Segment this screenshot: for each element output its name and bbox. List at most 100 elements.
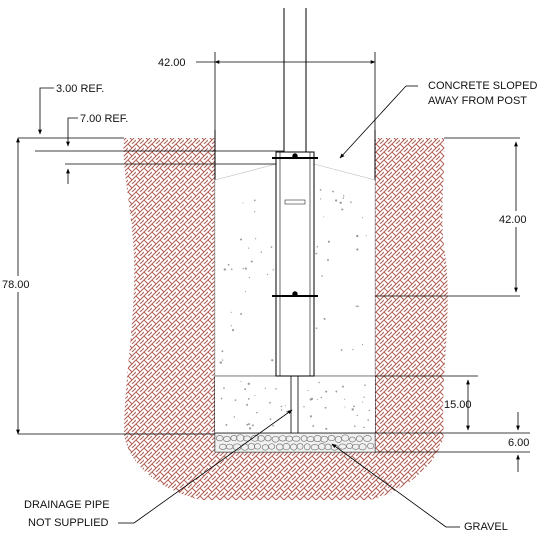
concrete-speck <box>250 260 253 263</box>
gravel-stone <box>254 443 261 450</box>
gravel-stone <box>310 444 320 451</box>
concrete-speck <box>264 387 267 390</box>
concrete-speck <box>230 325 232 327</box>
concrete-speck <box>225 423 228 426</box>
concrete-speck <box>353 405 355 408</box>
concrete-speck <box>269 418 272 420</box>
concrete-speck <box>244 267 247 270</box>
gravel-stone <box>268 443 276 450</box>
concrete-speck <box>232 329 235 332</box>
concrete-speck <box>350 201 352 203</box>
concrete-speck <box>325 390 328 393</box>
dim-ref-7 <box>66 117 78 184</box>
concrete-speck <box>344 406 346 408</box>
concrete-speck <box>318 381 320 384</box>
concrete-speck <box>223 387 225 390</box>
concrete-speck <box>303 406 305 408</box>
gravel-stone <box>303 443 311 451</box>
concrete-speck <box>309 415 312 418</box>
concrete-speck <box>248 276 251 279</box>
gravel-stone <box>349 436 356 443</box>
drainage-pipe <box>290 376 299 433</box>
concrete-speck <box>317 398 319 401</box>
dim-upper-depth-label: 42.00 <box>499 214 527 226</box>
dim-width <box>196 52 376 130</box>
note-drainage-line2: NOT SUPPLIED <box>28 517 109 529</box>
note-gravel: GRAVEL <box>464 521 508 533</box>
concrete-speck <box>316 246 319 248</box>
concrete-speck <box>367 419 369 421</box>
concrete-speck <box>325 427 328 430</box>
dim-ref-3-label: 3.00 REF. <box>56 83 104 95</box>
concrete-speck <box>280 405 283 408</box>
concrete-speck <box>254 238 257 240</box>
concrete-speck <box>239 238 243 241</box>
post <box>272 8 318 377</box>
concrete-speck <box>244 290 247 292</box>
concrete-speck <box>334 199 338 202</box>
concrete-speck <box>356 248 359 251</box>
concrete-speck <box>353 425 356 428</box>
concrete-speck <box>312 425 315 427</box>
gravel-stone <box>358 443 367 451</box>
ground-lines <box>18 137 530 453</box>
gravel-stone <box>243 435 251 442</box>
concrete-speck <box>363 396 365 398</box>
concrete-speck <box>254 395 256 397</box>
gravel-stone <box>341 434 350 442</box>
concrete-speck <box>221 359 224 361</box>
gravel-stones <box>215 434 375 451</box>
note-concrete-line2: AWAY FROM POST <box>428 95 527 107</box>
concrete-speck <box>221 350 224 353</box>
concrete-speck <box>327 259 329 261</box>
gravel-stone <box>236 434 245 442</box>
concrete-speck <box>260 251 263 253</box>
concrete-speck <box>253 210 256 213</box>
concrete-speck <box>247 247 250 249</box>
concrete-speck <box>327 240 330 243</box>
concrete-speck <box>357 305 359 308</box>
gravel-stone <box>230 435 238 442</box>
concrete-speck <box>253 199 256 202</box>
concrete-speck <box>315 252 318 255</box>
concrete-speck <box>321 275 323 277</box>
concrete-speck <box>319 198 322 200</box>
concrete-speck <box>248 423 251 426</box>
dim-ref-3 <box>38 87 54 135</box>
concrete-speck <box>234 399 237 401</box>
gravel-stone <box>351 443 360 450</box>
concrete-speck <box>361 217 364 219</box>
gravel-stone <box>278 435 287 442</box>
concrete-speck <box>339 201 342 204</box>
concrete-speck <box>310 397 314 401</box>
concrete-speck <box>247 382 250 385</box>
concrete-speck <box>272 424 274 427</box>
concrete-speck <box>342 197 345 199</box>
soil-left <box>123 138 215 434</box>
gravel-stone <box>264 435 272 442</box>
gravel-stone <box>313 435 322 443</box>
gravel-stone <box>306 436 315 443</box>
concrete-speck <box>335 390 338 393</box>
note-drainage-line1: DRAINAGE PIPE <box>24 499 110 511</box>
concrete-speck <box>230 311 232 313</box>
concrete-speck <box>320 396 323 399</box>
concrete-speck <box>361 401 364 403</box>
concrete-speck <box>271 359 274 362</box>
concrete-speck <box>269 401 271 404</box>
concrete-speck <box>319 189 322 191</box>
concrete-speck <box>240 313 243 315</box>
concrete-speck <box>356 414 358 417</box>
concrete-speck <box>275 388 277 390</box>
concrete-speck <box>227 263 230 266</box>
concrete-speck <box>248 427 252 430</box>
concrete-speck <box>266 273 269 276</box>
concrete-speck <box>223 268 226 271</box>
concrete-speck <box>284 405 286 407</box>
leader-gravel <box>331 443 460 528</box>
concrete-speck <box>323 317 326 320</box>
concrete-speck <box>363 426 365 429</box>
concrete-speck <box>242 267 244 270</box>
concrete-speck <box>246 423 249 426</box>
concrete-speck <box>220 397 223 400</box>
